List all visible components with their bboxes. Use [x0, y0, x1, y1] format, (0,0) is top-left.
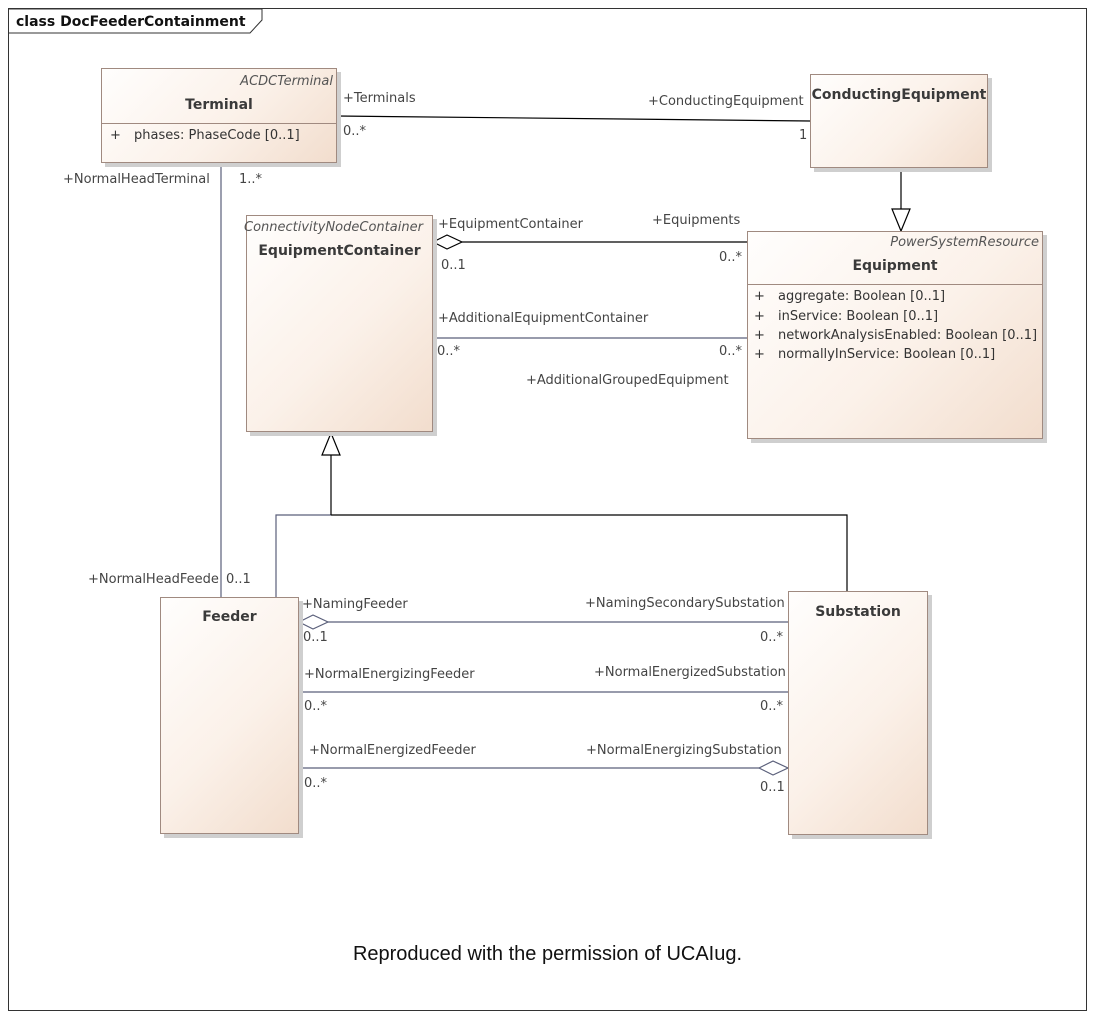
mult-normal-head-terminal: 1..*	[239, 172, 263, 187]
feeder-name: Feeder	[202, 609, 257, 625]
aggregation-diamond-equipment-container	[431, 234, 464, 250]
equipment-attribute-network-analysis: +networkAnalysisEnabled: Boolean [0..1]	[754, 328, 1038, 343]
conducting-equipment-name: ConductingEquipment	[811, 87, 987, 103]
mult-normal-energizing-feeder: 0..*	[304, 699, 328, 714]
terminal-separator	[102, 123, 336, 124]
permission-caption: Reproduced with the permission of UCAIug…	[352, 943, 743, 965]
aggregation-diamond-energizing-substation	[757, 760, 790, 776]
role-normal-head-terminal: +NormalHeadTerminal	[63, 172, 210, 187]
role-normal-energizing-feeder: +NormalEnergizingFeeder	[304, 667, 475, 682]
role-equipments: +Equipments	[652, 213, 741, 228]
title-tab	[9, 8, 263, 34]
diagram-frame	[8, 8, 1087, 1011]
role-conducting-equipment: +ConductingEquipment	[648, 94, 804, 109]
class-conducting-equipment[interactable]: ConductingEquipment	[810, 74, 988, 168]
generalization-arrow-equipment	[891, 208, 911, 233]
equipment-separator	[748, 284, 1042, 285]
equipment-stereotype: PowerSystemResource	[890, 235, 1039, 250]
terminal-attribute: +phases: PhaseCode [0..1]	[110, 128, 300, 143]
mult-normal-energizing-substation: 0..1	[760, 780, 785, 795]
substation-name: Substation	[815, 604, 901, 620]
role-naming-secondary-substation: +NamingSecondarySubstation	[585, 596, 785, 611]
generalization-arrow-equipment-container	[321, 431, 341, 456]
equipment-name: Equipment	[852, 258, 938, 274]
role-normal-energized-substation: +NormalEnergizedSubstation	[594, 665, 786, 680]
role-normal-energized-feeder: +NormalEnergizedFeeder	[309, 743, 476, 758]
assoc-terminal-conducting	[336, 115, 811, 122]
class-equipment[interactable]: PowerSystemResource Equipment +aggregate…	[747, 231, 1043, 439]
mult-normal-energized-feeder: 0..*	[304, 776, 328, 791]
mult-naming-feeder: 0..1	[303, 630, 328, 645]
diagram-title: class DocFeederContainment	[16, 14, 246, 30]
mult-conducting-equipment: 1	[799, 128, 808, 143]
role-normal-head-feeder: +NormalHeadFeede	[88, 572, 219, 587]
mult-normal-energized-substation: 0..*	[760, 699, 784, 714]
mult-normal-head-feeder: 0..1	[226, 572, 251, 587]
class-terminal[interactable]: ACDCTerminal Terminal +phases: PhaseCode…	[101, 68, 337, 163]
equipment-attribute-in-service: +inService: Boolean [0..1]	[754, 309, 939, 324]
aggregation-diamond-naming-feeder	[297, 614, 330, 630]
terminal-stereotype: ACDCTerminal	[240, 74, 333, 89]
mult-additional-grouped-equipment: 0..*	[719, 344, 743, 359]
mult-naming-secondary-substation: 0..*	[760, 630, 784, 645]
generalization-substation	[331, 514, 848, 591]
generalization-feeder	[275, 514, 331, 597]
role-additional-grouped-equipment: +AdditionalGroupedEquipment	[526, 373, 729, 388]
mult-equipments: 0..*	[719, 250, 743, 265]
mult-terminals: 0..*	[343, 124, 367, 139]
equipment-container-name: EquipmentContainer	[258, 243, 421, 259]
class-substation[interactable]: Substation	[788, 591, 928, 835]
mult-equipment-container: 0..1	[441, 258, 466, 273]
role-normal-energizing-substation: +NormalEnergizingSubstation	[586, 743, 782, 758]
equipment-attribute-aggregate: +aggregate: Boolean [0..1]	[754, 289, 946, 304]
role-naming-feeder: +NamingFeeder	[302, 597, 408, 612]
role-terminals: +Terminals	[343, 91, 416, 106]
role-equipment-container: +EquipmentContainer	[438, 217, 583, 232]
class-feeder[interactable]: Feeder	[160, 597, 299, 834]
class-equipment-container[interactable]: ConnectivityNodeContainer EquipmentConta…	[244, 215, 433, 432]
role-additional-equipment-container: +AdditionalEquipmentContainer	[438, 311, 649, 326]
terminal-name: Terminal	[185, 97, 253, 113]
mult-additional-equipment-container: 0..*	[437, 344, 461, 359]
equipment-container-stereotype: ConnectivityNodeContainer	[244, 220, 423, 235]
equipment-attribute-normally-in-service: +normallyInService: Boolean [0..1]	[754, 347, 996, 362]
